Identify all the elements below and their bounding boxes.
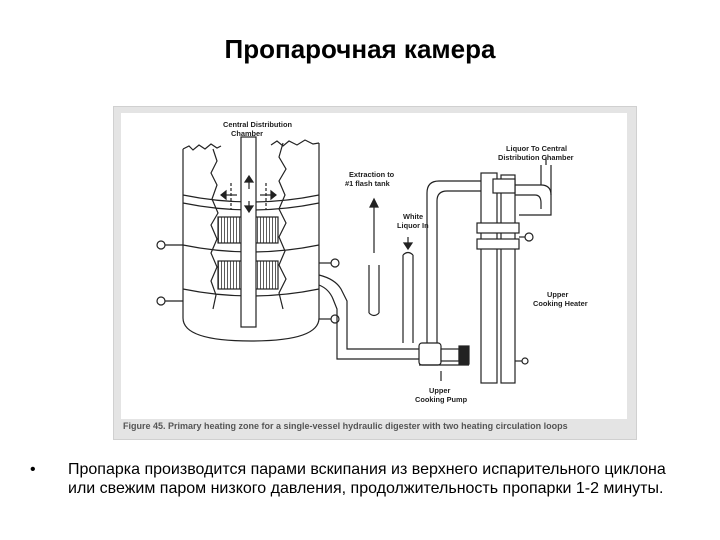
label-extraction-2: #1 flash tank (345, 179, 391, 188)
label-white-liquor-2: Liquor In (397, 221, 429, 230)
bullet-marker: • (30, 461, 36, 478)
heater-piping (426, 165, 552, 384)
label-arrows (369, 157, 547, 381)
digester-vessel (156, 136, 340, 342)
upper-cooking-pump (418, 342, 470, 366)
circulation-piping (318, 251, 419, 360)
figure-caption: Figure 45. Primary heating zone for a si… (123, 421, 568, 431)
digester-diagram: Central Distribution Chamber Extraction … (121, 113, 627, 419)
label-central-distribution-chamber-1: Central Distribution (223, 120, 292, 129)
digester-diagram-svg: Central Distribution Chamber Extraction … (156, 120, 588, 404)
slide-title: Пропарочная камера (224, 34, 496, 64)
label-upper-pump-2: Cooking Pump (415, 395, 468, 404)
bullet-text: Пропарка производится парами вскипания и… (68, 461, 666, 497)
bullet-item: • Пропарка производится парами вскипания… (30, 460, 690, 498)
label-central-distribution-chamber-2: Chamber (231, 129, 263, 138)
label-white-liquor-1: White (403, 212, 423, 221)
label-liquor-to-central-1: Liquor To Central (506, 144, 567, 153)
bullet-list: • Пропарка производится парами вскипания… (30, 460, 690, 498)
label-extraction-1: Extraction to (349, 170, 395, 179)
figure-frame: Central Distribution Chamber Extraction … (113, 106, 637, 440)
label-upper-pump-1: Upper (429, 386, 450, 395)
label-upper-heater-1: Upper (547, 290, 568, 299)
label-upper-heater-2: Cooking Heater (533, 299, 588, 308)
label-liquor-to-central-2: Distribution Chamber (498, 153, 574, 162)
